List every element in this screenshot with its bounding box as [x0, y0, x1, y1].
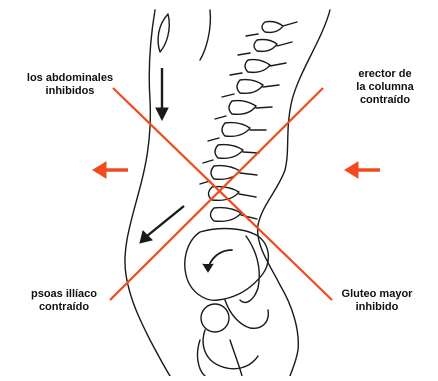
cross-line-2 [110, 88, 323, 300]
femur [198, 340, 242, 376]
femoral-head [201, 304, 229, 332]
label-line: los abdominales [10, 72, 130, 85]
label-line: contraído [8, 301, 120, 314]
red-cross [110, 88, 332, 300]
label-erector: erector de la columna contraído [335, 68, 435, 107]
label-gluteo: Gluteo mayor inhibido [322, 288, 432, 314]
label-line: inhibidos [10, 85, 130, 98]
label-psoas: psoas illíaco contraído [8, 288, 120, 314]
rib-outline [158, 14, 169, 52]
body-front-outline [125, 10, 170, 376]
left-arrow-icon [93, 162, 128, 178]
label-line: contraído [335, 94, 435, 107]
label-line: erector de [335, 68, 435, 81]
cross-line-1 [113, 88, 332, 300]
label-line: psoas illíaco [8, 288, 120, 301]
body-back-outline [258, 10, 330, 376]
label-line: inhibido [322, 301, 432, 314]
label-line: Gluteo mayor [322, 288, 432, 301]
label-abdominales: los abdominales inhibidos [10, 72, 130, 98]
pelvis [185, 229, 269, 301]
label-line: la columna [335, 81, 435, 94]
spine [200, 22, 297, 222]
left-arrow-icon [345, 162, 380, 178]
